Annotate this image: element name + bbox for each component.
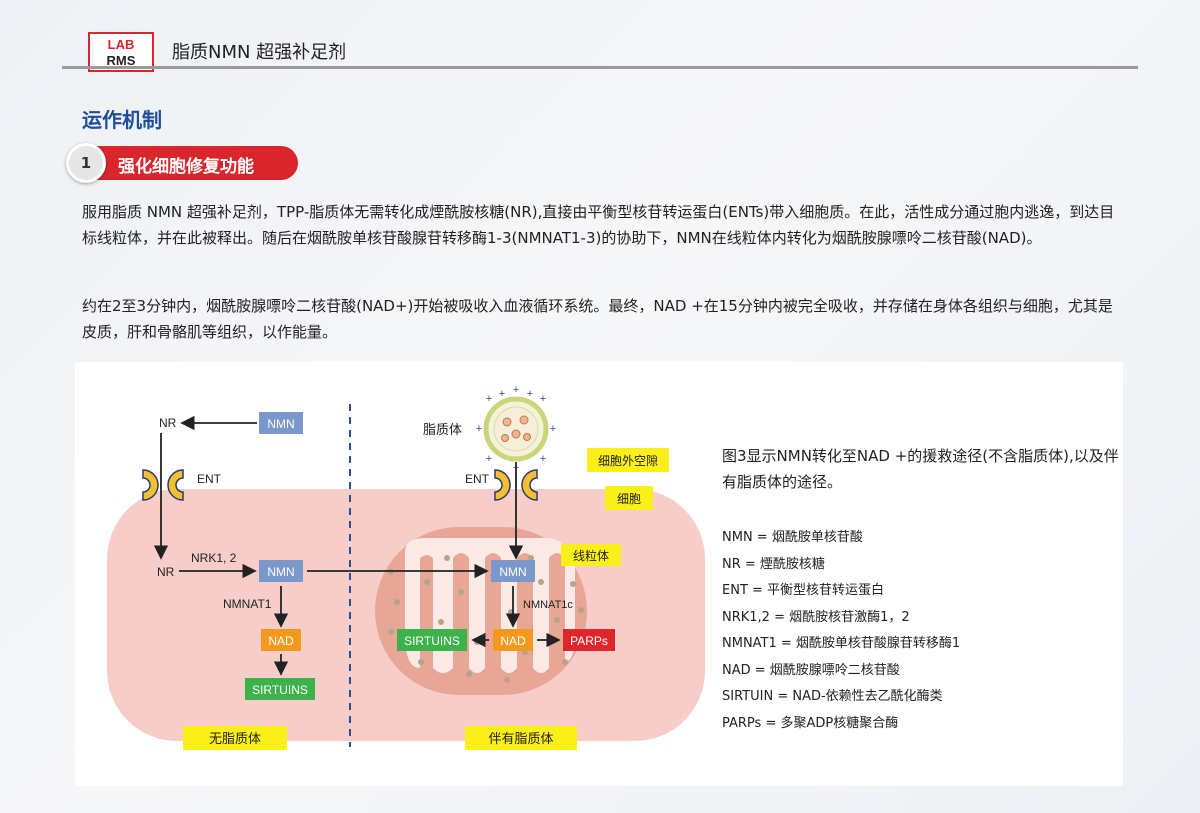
left-nmnat-label: NMNAT1 [223,597,272,611]
svg-text:+: + [499,388,505,400]
left-ent-left-icon [142,469,159,501]
right-nad-box [493,629,533,651]
left-nmn-label: NMN [267,565,294,579]
cell-label: 细胞 [617,492,641,506]
svg-text:+: + [550,423,556,435]
svg-text:+: + [486,453,492,465]
subsection-number: 1 [66,143,106,183]
abbreviation-item: NMN = 烟酰胺单核苷酸 [722,530,863,545]
left-sirtuins-label: SIRTUINS [252,683,308,697]
left-nr-label: NR [157,565,175,579]
right-ent-label: ENT [465,472,490,486]
section-title: 运作机制 [82,108,162,132]
abbreviation-item: NMNAT1 = 烟酰胺单核苷酸腺苷转移酶1 [722,636,961,651]
right-nmnat-label: NMNAT1c [523,599,573,611]
header-divider [62,66,1138,69]
left-caption: 无脂质体 [209,731,261,746]
left-ent-label: ENT [197,472,222,486]
right-caption: 伴有脂质体 [488,731,553,746]
paragraph-1: 服用脂质 NMN 超强补足剂，TPP-脂质体无需转化成煙酰胺核糖(NR),直接由… [82,203,1115,247]
right-ent-right-icon [521,469,538,501]
mito-label-box [561,544,621,566]
subsection-banner [92,146,298,180]
abbreviation-item: ENT = 平衡型核苷转运蛋白 [722,583,885,598]
figure-legend-title: 图3显示NMN转化至NAD +的援救途径(不含脂质体),以及伴有脂质体的途径。 [722,447,1119,491]
abbreviation-list: NMN = 烟酰胺单核苷酸 NR = 煙酰胺核糖 ENT = 平衡型核苷转运蛋白… [722,525,960,737]
left-caption-box [183,726,287,750]
right-nad-label: NAD [500,634,526,648]
svg-text:+: + [476,423,482,435]
cell-label-box [605,486,653,510]
logo-line-1: LAB [108,37,135,52]
abbreviation-item: NRK1,2 = 烟酰胺核苷激酶1，2 [722,609,910,625]
left-nrk-label: NRK1, 2 [191,551,237,565]
abbreviation-item: PARPs = 多聚ADP核糖聚合酶 [722,715,899,731]
svg-text:+: + [527,388,533,400]
logo-line-2: RMS [107,53,136,68]
right-sirtuins-label: SIRTUINS [404,634,460,648]
right-ent-left-icon [494,469,511,501]
parps-box [563,629,615,651]
right-sirtuins-box [397,629,467,651]
right-nmn-label: NMN [499,565,526,579]
mechanism-figure: NR NMN ENT NRK1, 2 NR NMN NMNAT1 NAD SIR… [75,362,1123,786]
svg-text:+: + [486,393,492,405]
liposome-label: 脂质体 [423,422,462,437]
abbreviation-item: SIRTUIN = NAD-依赖性去乙酰化酶类 [722,689,943,704]
left-nmn-top-label: NMN [267,417,294,431]
svg-text:+: + [513,384,519,396]
paragraph-2: 约在2至3分钟内，烟酰胺腺嘌呤二核苷酸(NAD+)开始被吸收入血液循环系统。最终… [82,297,1113,341]
svg-text:+: + [540,393,546,405]
header-title: 脂质NMN 超强补足剂 [172,42,347,63]
left-nmn-top-box [259,412,303,434]
parps-label: PARPs [570,634,608,648]
liposome-payload [501,415,531,442]
subsection-title: 强化细胞修复功能 [118,157,254,177]
left-nad-box [261,629,301,651]
left-nmn-box [259,560,303,582]
abbreviation-item: NR = 煙酰胺核糖 [722,556,825,572]
left-nr-top: NR [159,416,177,430]
extracellular-label: 细胞外空隙 [598,454,658,468]
left-sirtuins-box [245,678,315,700]
extracellular-label-box [587,448,669,472]
logo-mark: LAB RMS [107,37,136,68]
mito-label: 线粒体 [573,548,609,563]
svg-text:+: + [540,453,546,465]
right-caption-box [465,726,577,750]
left-nad-label: NAD [268,634,294,648]
liposome-inner [493,406,539,452]
brand-logo: LAB RMS [88,32,154,72]
left-ent-right-icon [167,469,184,501]
pathway-diagram: NR NMN ENT NRK1, 2 NR NMN NMNAT1 NAD SIR… [107,384,705,750]
right-nmn-box [491,560,535,582]
abbreviation-item: NAD = 烟酰胺腺嘌呤二核苷酸 [722,662,900,678]
